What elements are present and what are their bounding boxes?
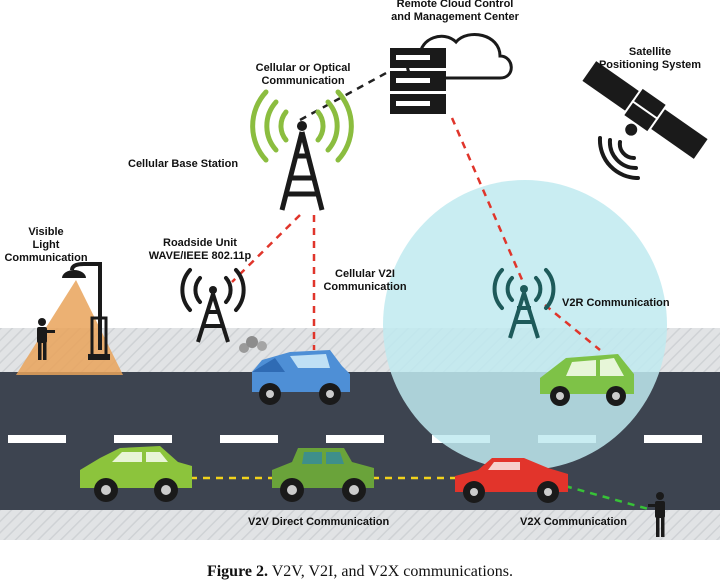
label-visible-light-line1: Visible	[28, 226, 64, 238]
car-icon-v2r	[540, 354, 634, 406]
label-v2r: V2R Communication	[562, 297, 670, 310]
label-v2v-text: V2V Direct Communication	[248, 516, 390, 528]
sidewalk-bottom	[0, 510, 720, 540]
car-icon-v2v-left	[80, 446, 192, 502]
v2r-tower-icon	[492, 268, 556, 339]
label-cellular-v2i-line2: Communication	[323, 281, 407, 293]
label-visible-light-line2: Light	[32, 239, 60, 251]
label-base-station-text: Cellular Base Station	[128, 158, 239, 170]
cell-tower-icon	[250, 89, 354, 211]
label-satellite: Satellite Positioning System	[590, 46, 710, 72]
label-cloud-center: Remote Cloud Control and Management Cent…	[375, 0, 535, 24]
label-satellite-line1: Satellite	[628, 46, 672, 58]
street-lamp-icon	[62, 262, 110, 360]
car-icon-red	[455, 458, 568, 503]
figure-caption: Figure 2. V2V, V2I, and V2X communicatio…	[0, 563, 720, 581]
label-visible-light-line3: Communication	[4, 252, 88, 264]
roadside-tower-icon	[180, 268, 246, 343]
label-roadside-unit-line1: Roadside Unit	[163, 237, 237, 249]
label-v2r-text: V2R Communication	[562, 297, 670, 309]
label-cloud-center-line2: and Management Center	[391, 11, 519, 23]
label-visible-light: Visible Light Communication	[0, 226, 92, 265]
label-base-station: Cellular Base Station	[128, 158, 238, 171]
label-roadside-unit-line2: WAVE/IEEE 802.11p	[148, 250, 252, 262]
label-cellular-v2i-line1: Cellular V2I	[335, 268, 395, 280]
label-cellular-optical-line2: Communication	[261, 75, 345, 87]
label-v2x-text: V2X Communication	[520, 516, 627, 528]
satellite-icon	[582, 61, 708, 159]
label-cellular-optical: Cellular or Optical Communication	[238, 62, 368, 88]
cloud-server-icon	[390, 33, 513, 114]
label-cellular-v2i: Cellular V2I Communication	[315, 268, 415, 294]
label-v2x: V2X Communication	[520, 516, 627, 529]
caption-prefix: Figure 2.	[206, 563, 268, 580]
comm-lines	[190, 70, 653, 512]
label-cloud-center-line1: Remote Cloud Control	[396, 0, 514, 10]
satellite-signal-icon	[597, 136, 640, 181]
pedestrian-icon-v2x	[648, 492, 665, 537]
light-cone	[16, 280, 123, 375]
pedestrian-icon	[37, 318, 55, 360]
caption-text: V2V, V2I, and V2X communications.	[271, 563, 514, 580]
label-cellular-optical-line1: Cellular or Optical	[255, 62, 351, 74]
label-satellite-line2: Positioning System	[598, 59, 702, 71]
label-roadside-unit: Roadside Unit WAVE/IEEE 802.11p	[140, 237, 260, 263]
label-v2v: V2V Direct Communication	[248, 516, 389, 529]
car-icon-blue	[239, 336, 350, 405]
v2r-coverage-bubble	[383, 180, 667, 470]
car-icon-v2v-center	[272, 448, 374, 502]
